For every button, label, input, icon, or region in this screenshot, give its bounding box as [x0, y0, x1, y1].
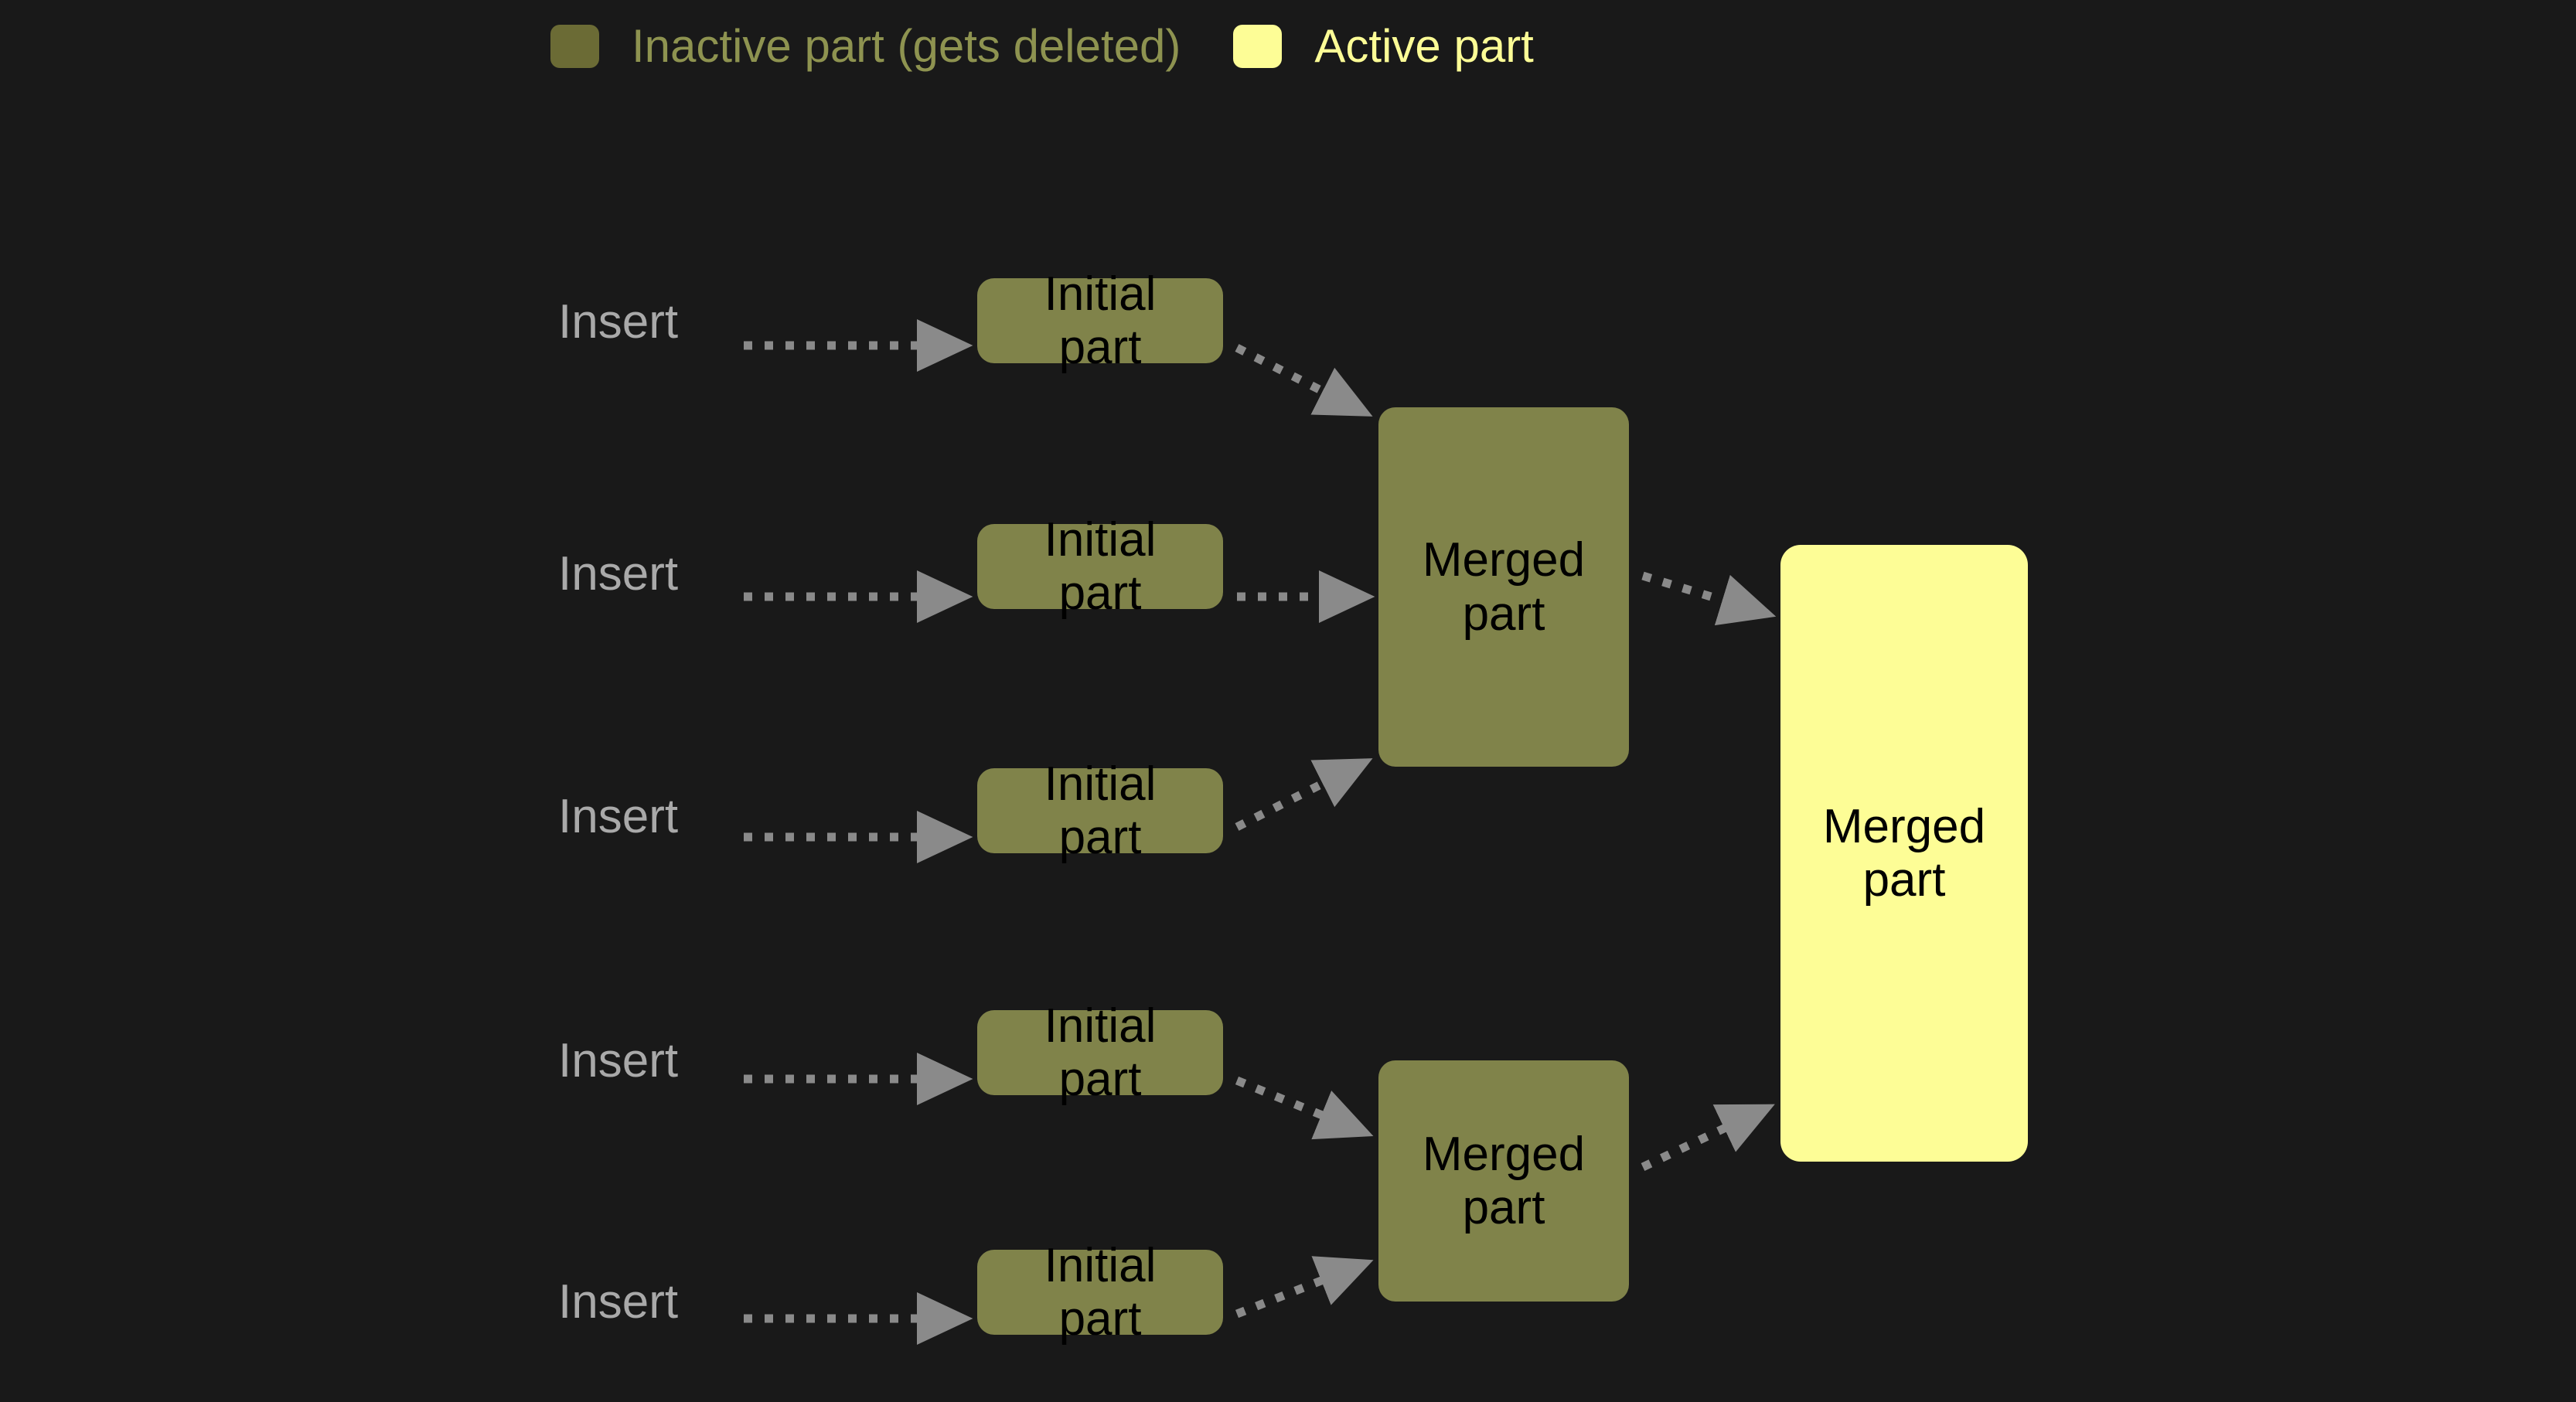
legend-label-active: Active part: [1314, 20, 1534, 72]
arrow-initial-1-to-merged-1: [1235, 344, 1373, 417]
legend-item-active: Active part: [1233, 20, 1534, 72]
legend-swatch-inactive-icon: [550, 25, 599, 68]
legend: Inactive part (gets deleted) Active part: [550, 22, 1534, 71]
insert-label-2: Insert: [558, 547, 679, 601]
legend-swatch-active-icon: [1233, 25, 1283, 68]
insert-label-3: Insert: [558, 790, 679, 843]
node-initial-part-3[interactable]: Initial part: [977, 757, 1223, 864]
arrow-initial-4-to-merged-2: [1235, 1076, 1374, 1140]
arrow-initial-5-to-merged-2: [1235, 1256, 1374, 1319]
arrow-initial-3-to-merged-1: [1235, 758, 1373, 831]
node-merged-part-1[interactable]: Merged part: [1378, 407, 1629, 767]
legend-label-inactive: Inactive part (gets deleted): [632, 20, 1181, 72]
insert-label-4: Insert: [558, 1034, 679, 1087]
node-initial-part-1[interactable]: Initial part: [977, 267, 1223, 374]
arrow-merged-2-to-final: [1641, 1104, 1775, 1171]
legend-item-inactive: Inactive part (gets deleted): [550, 23, 1181, 70]
node-initial-part-4[interactable]: Initial part: [977, 999, 1223, 1106]
node-merged-part-2[interactable]: Merged part: [1378, 1060, 1629, 1302]
node-final-merged-part[interactable]: Merged part: [1780, 545, 2028, 1162]
insert-label-1: Insert: [558, 295, 679, 349]
arrow-merged-1-to-final: [1641, 571, 1777, 626]
node-initial-part-2[interactable]: Initial part: [977, 513, 1223, 620]
insert-label-5: Insert: [558, 1275, 679, 1329]
node-initial-part-5[interactable]: Initial part: [977, 1239, 1223, 1346]
